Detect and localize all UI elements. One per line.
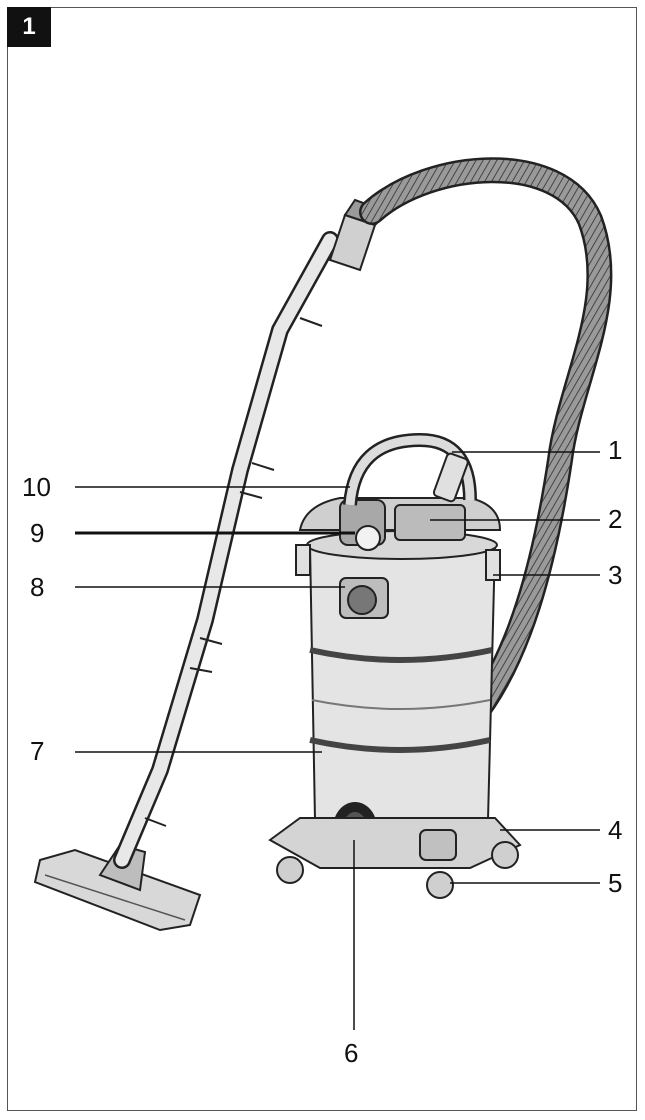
figure-frame	[7, 7, 637, 1111]
caster-base	[268, 817, 522, 899]
callout-1: 1	[608, 435, 623, 465]
callout-leaders	[75, 451, 600, 1030]
callout-9: 9	[30, 518, 45, 548]
callout-5: 5	[608, 868, 623, 898]
callout-7: 7	[30, 736, 45, 766]
side-clip-left	[295, 544, 311, 576]
callout-3: 3	[608, 560, 623, 590]
container-body	[306, 530, 498, 834]
callout-10: 10	[22, 472, 51, 502]
callout-6: 6	[344, 1038, 359, 1068]
callout-4: 4	[608, 815, 623, 845]
side-clip-right	[485, 549, 501, 581]
carry-handle	[343, 432, 477, 506]
suction-port	[339, 577, 389, 619]
callout-8: 8	[30, 572, 45, 602]
figure-number-badge: 1	[7, 7, 51, 47]
callout-2: 2	[608, 504, 623, 534]
